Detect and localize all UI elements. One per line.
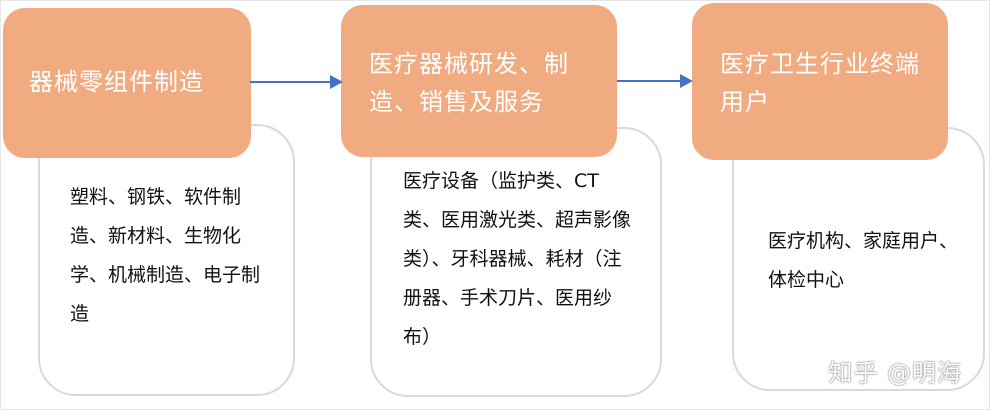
stage-3-box: 医疗卫生行业终端用户 (692, 3, 948, 160)
stage-1-title: 器械零组件制造 (29, 68, 204, 96)
arrow-stage-1-to-2 (250, 75, 343, 89)
stage-3-detail-box (732, 127, 985, 391)
stage-1-detail-box (38, 124, 295, 396)
stage-1-details: 塑料、钢铁、软件制造、新材料、生物化学、机械制造、电子制造 (70, 186, 261, 325)
stage-2-details: 医疗设备（监护类、CT类、医用激光类、超声影像类）、牙科器械、耗材（注册器、手术… (403, 170, 632, 348)
arrow-stage-2-to-3 (617, 74, 693, 88)
stage-3-title: 医疗卫生行业终端用户 (720, 50, 920, 116)
stage-2-box: 医疗器械研发、制造、销售及服务 (341, 5, 617, 157)
stage-3-details: 医疗机构、家庭用户、体检中心 (768, 230, 959, 291)
stage-2-detail-box (370, 127, 662, 397)
stage-2-title: 医疗器械研发、制造、销售及服务 (369, 50, 569, 116)
watermark: 知乎 @明海 (828, 359, 962, 387)
stage-1-box: 器械零组件制造 (3, 8, 251, 158)
